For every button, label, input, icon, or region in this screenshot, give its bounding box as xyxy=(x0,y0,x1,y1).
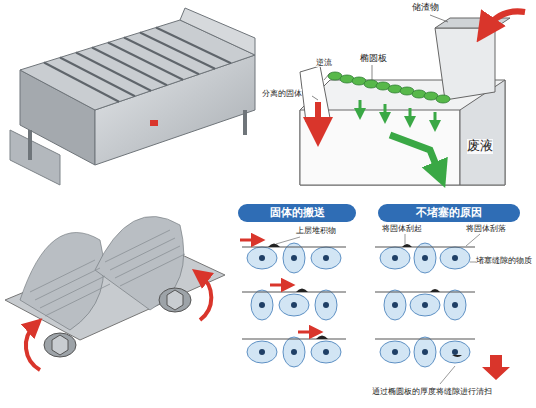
roller-rendering xyxy=(5,216,225,370)
part-label: 椭圆板 xyxy=(360,53,387,63)
principle-sketches xyxy=(240,234,510,384)
section-header: 不堵塞的原因 xyxy=(378,204,520,222)
note-label: 上层堆积物 xyxy=(296,226,336,235)
separator-schematic xyxy=(300,11,525,185)
note-label: 将固体刮落 xyxy=(466,224,506,233)
note-label: 通过椭圆板的厚度将缝隙进行清扫 xyxy=(372,387,492,396)
machine-photo xyxy=(10,8,255,185)
header-text: 不堵塞的原因 xyxy=(386,206,512,220)
part-label: 逆流 xyxy=(316,58,332,67)
note-label: 堵塞缝隙的物质 xyxy=(476,256,532,265)
section-header: 固体的搬送 xyxy=(238,204,356,222)
header-text: 固体的搬送 xyxy=(246,206,348,220)
part-label: 分离的固体 xyxy=(262,89,302,98)
part-label: 储渣物 xyxy=(412,2,439,12)
part-label: 废液 xyxy=(467,139,493,154)
note-label: 将固体刮起 xyxy=(382,224,422,233)
